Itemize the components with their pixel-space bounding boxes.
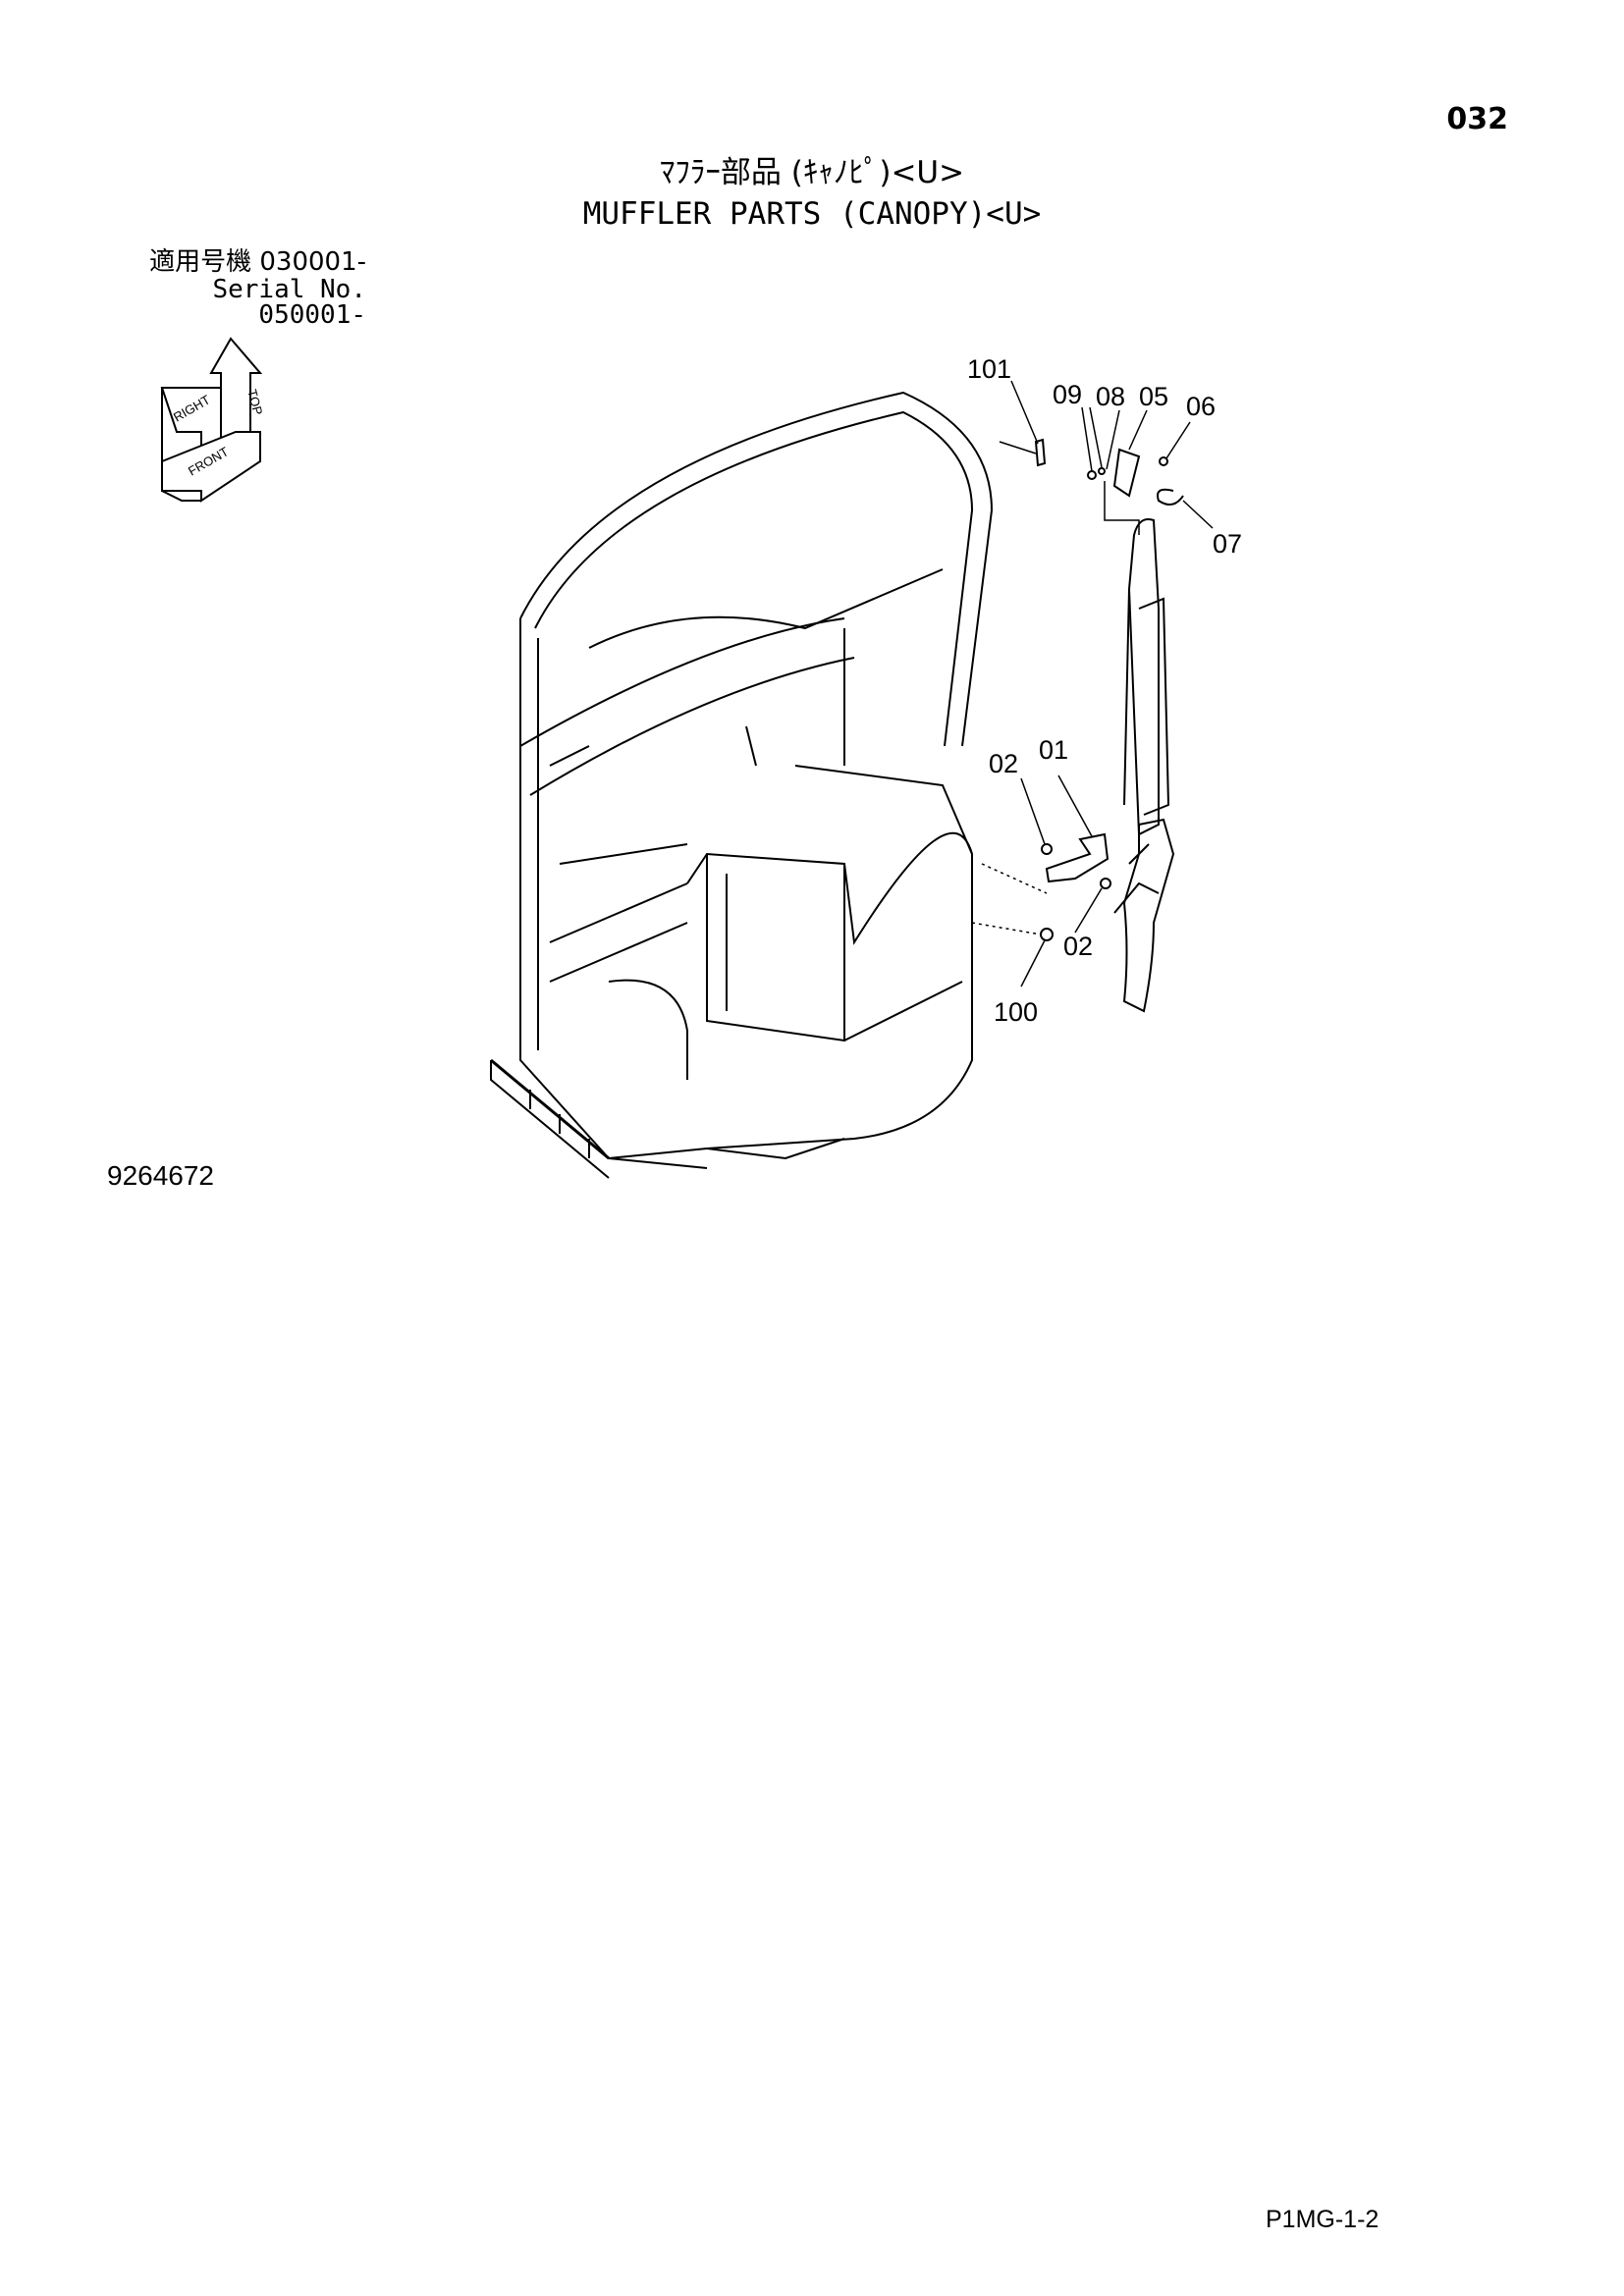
muffler-assembly <box>1113 518 1175 1013</box>
callout-02-lower: 02 <box>1063 932 1093 961</box>
callout-100: 100 <box>994 997 1038 1027</box>
front-arrow-shape <box>161 431 261 503</box>
part-08-shape <box>1098 467 1106 475</box>
part-02-upper-shape <box>1041 843 1053 855</box>
part-06-shape <box>1159 456 1168 466</box>
part-01-shape <box>1045 832 1110 883</box>
callout-02-upper: 02 <box>989 749 1018 778</box>
callout-labels: 101 09 08 05 06 07 02 01 02 100 <box>967 354 1242 1027</box>
part-07-shape <box>1157 488 1184 506</box>
page-number: 032 <box>1446 102 1508 136</box>
page-code: P1MG-1-2 <box>1266 2206 1380 2233</box>
callout-01: 01 <box>1039 735 1068 765</box>
drawing-number: 9264672 <box>107 1160 215 1191</box>
callout-07: 07 <box>1213 529 1242 559</box>
title-japanese: ﾏﾌﾗｰ部品 (ｷｬﾉﾋﾟ)<U> <box>659 155 965 190</box>
serial-range-english: Serial No. 050001- <box>212 275 366 330</box>
leader-lines <box>971 380 1214 988</box>
callout-08: 08 <box>1096 382 1125 411</box>
part-02-lower-shape <box>1100 878 1111 889</box>
title-english: MUFFLER PARTS (CANOPY)<U> <box>582 196 1042 232</box>
serial-range-japanese: 適用号機 030001- <box>149 247 366 277</box>
callout-101: 101 <box>967 354 1011 384</box>
callout-05: 05 <box>1139 382 1168 411</box>
part-09-shape <box>1087 470 1097 480</box>
canopy-frame <box>490 391 994 1179</box>
part-05-shape <box>1112 448 1141 498</box>
orientation-indicator: RIGHT TOP FRONT <box>160 337 265 503</box>
callout-09: 09 <box>1053 380 1082 409</box>
orientation-top-label: TOP <box>244 388 265 416</box>
part-100-shape <box>1040 928 1054 941</box>
mounting-parts <box>1034 438 1184 941</box>
callout-06: 06 <box>1186 392 1216 421</box>
part-101-shape <box>1034 438 1047 467</box>
